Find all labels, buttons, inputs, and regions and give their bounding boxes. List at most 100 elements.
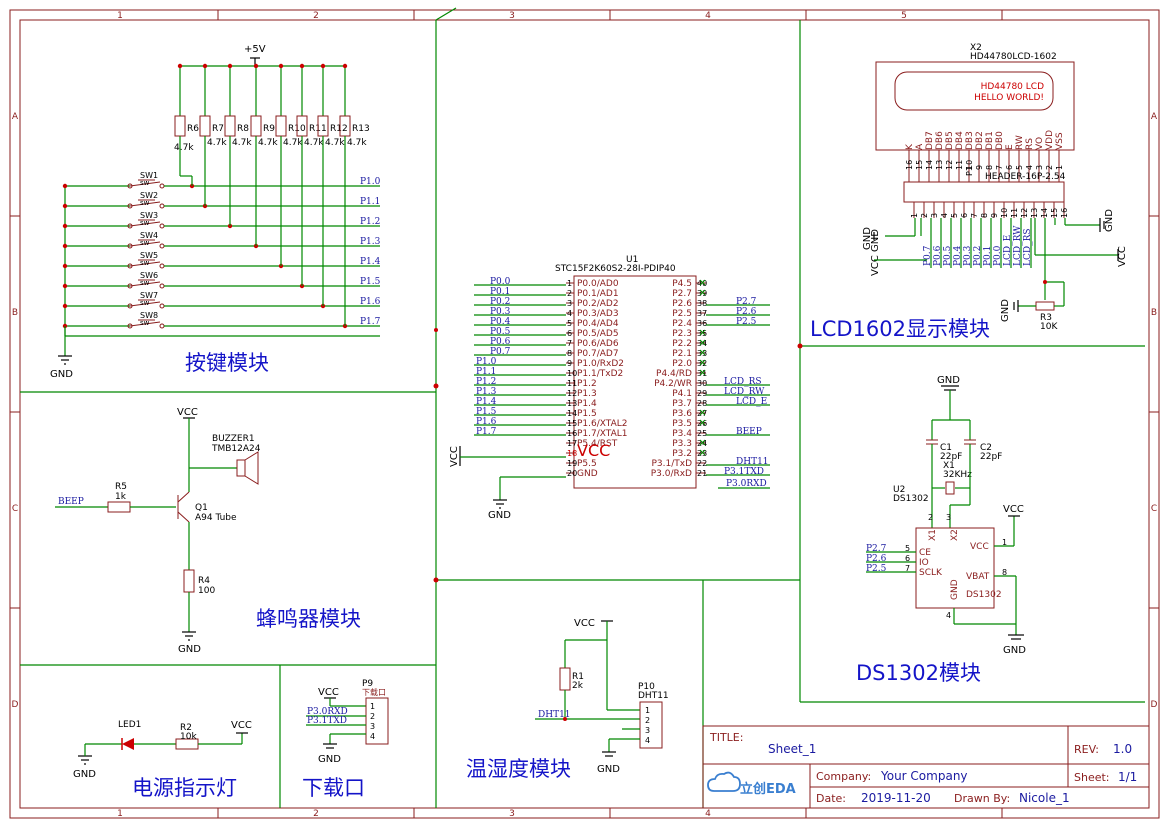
mcu-left-pin-name: P1.0/RxD2: [577, 359, 624, 369]
lcd-pin-num: 1: [1055, 165, 1064, 170]
mcu-vcc-label: VCC: [449, 446, 460, 467]
mcu-right-pin-name: P2.7: [672, 289, 692, 299]
u2-num-vcc: 1: [1002, 538, 1007, 547]
r1-ref: R1: [572, 672, 584, 682]
u2-ref: U2: [893, 485, 905, 495]
keys-resistor-value: 4.7k: [232, 138, 252, 148]
keys-resistor-value: 4.7k: [174, 143, 194, 153]
mcu-left-pin-num: 5: [567, 319, 572, 328]
no-connect-icon: [699, 339, 706, 346]
u2-left-pin-name: CE: [919, 548, 931, 558]
keys-net-label: P1.0: [360, 177, 381, 187]
mcu-left-net-label: P0.5: [490, 327, 511, 337]
mcu-right-net-label: P3.1TXD: [724, 467, 764, 477]
frame-col-4-bottom: 4: [705, 809, 711, 819]
lcd-pin-num: 15: [915, 160, 924, 170]
keys-net-label: P1.6: [360, 297, 381, 307]
keys-resistor-ref: R8: [237, 124, 249, 134]
sheet-frame: 1 2 3 4 5 1 2 3 4 A B C D A B C D: [9, 9, 1160, 819]
led-gnd-label: GND: [73, 769, 96, 780]
company-label: Company:: [816, 770, 871, 783]
lcd-pin-name: DB5: [945, 131, 955, 150]
frame-col-1: 1: [117, 11, 123, 21]
mcu-left-pin-num: 18: [567, 449, 577, 458]
switch-ref: SW5: [140, 251, 158, 260]
mcu-right-pin-num: 38: [697, 299, 707, 308]
resistor-body: [224, 115, 236, 137]
u2-left-pin-num: 6: [905, 554, 910, 563]
no-connect-icon: [699, 279, 706, 286]
keys-resistor-ref: R13: [352, 124, 370, 134]
mcu-right-pin-name: P3.0/RxD: [651, 469, 692, 479]
mcu-left-pin-name: P1.7/XTAL1: [577, 429, 627, 439]
mcu-left-net-label: P0.1: [490, 287, 510, 297]
u2-num-x1: 2: [928, 513, 933, 522]
temp-vcc-label: VCC: [574, 618, 595, 629]
u2-left-pin-name: IO: [919, 558, 929, 568]
drawn-by-label: Drawn By:: [954, 792, 1010, 805]
frame-row-c-right: C: [1151, 504, 1157, 514]
header-pin-num: 1: [910, 213, 919, 218]
no-connect-icon: [699, 409, 706, 416]
mcu-left-pin-num: 20: [567, 469, 577, 478]
c2-value: 22pF: [980, 452, 1002, 462]
p9-pin-4: 4: [370, 732, 375, 741]
header-pin-num: 5: [950, 213, 959, 218]
module-title-rtc: DS1302模块: [856, 661, 981, 685]
lcd-pin-num: 16: [905, 160, 914, 170]
temp-gnd-label: GND: [597, 764, 620, 775]
mcu-left-pin-name: P1.5: [577, 409, 597, 419]
lcd-pin-num: 8: [985, 165, 994, 170]
mcu-left-pin-name: P0.2/AD2: [577, 299, 619, 309]
frame-row-d-right: D: [1151, 700, 1158, 710]
keys-gnd-label: GND: [50, 369, 73, 380]
r5-value: 1k: [115, 492, 127, 502]
u2-pin-x2: X2: [950, 529, 960, 541]
lcd-net-label: LCD_E: [1003, 235, 1013, 266]
no-connect-icon: [699, 449, 706, 456]
keys-resistor-ref: R7: [212, 124, 224, 134]
mcu-left-pin-num: 14: [567, 409, 577, 418]
switch-ref: SW2: [140, 191, 158, 200]
keys-net-label: P1.2: [360, 217, 380, 227]
u2-pin-gnd: GND: [950, 579, 960, 600]
frame-col-4: 4: [705, 11, 711, 21]
q1-ref: Q1: [195, 503, 208, 513]
frame-row-d: D: [12, 700, 19, 710]
mcu-right-pin-num: 22: [697, 459, 707, 468]
lcd-pin-name: DB3: [965, 131, 975, 150]
r1-value: 2k: [572, 681, 584, 691]
header-pin-num: 8: [980, 213, 989, 218]
switch-value: sw: [140, 319, 150, 327]
module-title-download: 下载口: [302, 776, 365, 800]
buzzer-vcc-label: VCC: [177, 407, 198, 418]
company-value: Your Company: [880, 769, 968, 783]
p10-pin-3: 3: [645, 726, 650, 735]
keys-resistor-ref: R6: [187, 124, 199, 134]
mcu-right-net-label: LCD_RW: [724, 387, 765, 397]
keys-supply-label: +5V: [244, 44, 266, 55]
mcu-right-pin-name: P2.1: [672, 349, 692, 359]
switch-ref: SW4: [140, 231, 158, 240]
mcu-left-net-label: P1.3: [476, 387, 497, 397]
logo-text: 立创EDA: [740, 781, 796, 797]
p9-part: 下载口: [362, 687, 386, 697]
temp-module: VCC R1 2k DHT11 P10 DHT11 1 2 3 4 GND: [535, 618, 669, 775]
header-pin-num: 14: [1040, 208, 1049, 218]
mcu-left-pin-name: P0.3/AD3: [577, 309, 619, 319]
frame-col-3: 3: [509, 11, 515, 21]
rev-value: 1.0: [1113, 742, 1132, 756]
header-pin-num: 12: [1020, 208, 1029, 218]
mcu-right-pin-name: P2.6: [672, 299, 692, 309]
c1-ref: C1: [940, 443, 952, 453]
mcu-left-net-label: P1.7: [476, 427, 497, 437]
date-value: 2019-11-20: [861, 791, 931, 805]
frame-row-a-right: A: [1151, 112, 1158, 122]
led1-ref: LED1: [118, 720, 141, 730]
mcu-left-pin-num: 6: [567, 329, 572, 338]
u2-chip-label: DS1302: [966, 590, 1002, 600]
